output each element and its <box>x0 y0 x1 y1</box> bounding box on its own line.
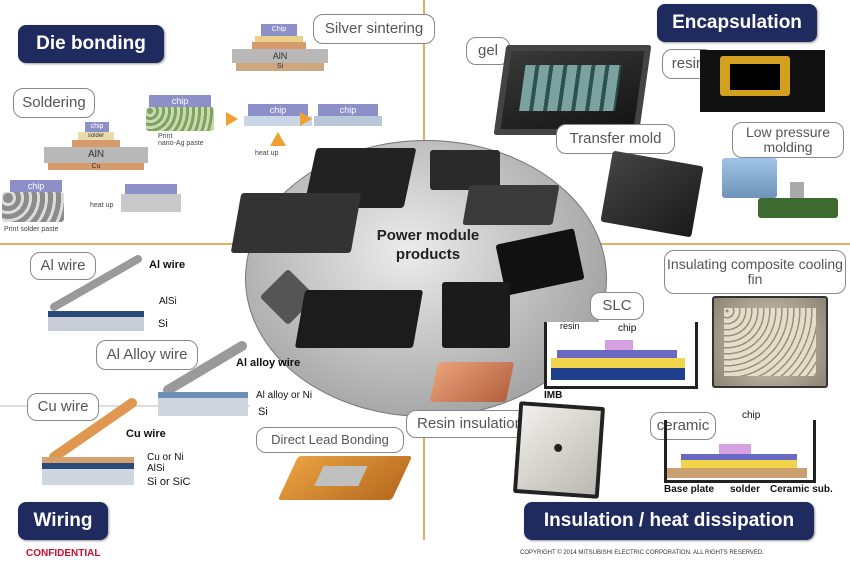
transfer-mold-image <box>600 150 704 238</box>
layer-sintered <box>314 116 382 126</box>
cooling-fin-image <box>712 296 828 388</box>
label-resin-insulation: Resin insulation <box>406 410 534 438</box>
slc-diagram <box>544 322 698 389</box>
section-die-bonding: Die bonding <box>18 25 164 63</box>
chip-block: chip <box>10 180 62 192</box>
module-image <box>430 150 500 190</box>
divider-horizontal-left <box>0 243 245 245</box>
label-cu-or-ni: Cu or Ni <box>147 452 184 463</box>
cu-si-layer <box>42 469 134 485</box>
module-image <box>294 290 424 348</box>
layer-cu-bottom: Cu <box>48 163 144 170</box>
direct-lead-bonding-image <box>277 456 413 500</box>
label-ceramic: ceramic <box>650 412 716 440</box>
layer-solder: solder <box>78 132 114 140</box>
label-cu-wire: Cu wire <box>27 393 99 421</box>
section-encapsulation: Encapsulation <box>657 4 817 42</box>
label-alsi-2: AlSi <box>147 463 165 474</box>
label-si-or-sic: Si or SiC <box>147 476 191 488</box>
layer-ain: AlN <box>44 147 148 163</box>
layer-ain: AlN <box>232 49 328 63</box>
label-al-wire-text: Al wire <box>149 259 186 271</box>
divider-vertical-top <box>423 0 425 160</box>
al-wire-line <box>50 255 142 311</box>
cu-wire-diagram <box>42 398 137 485</box>
chip-block: chip <box>248 104 308 116</box>
label-si: Si <box>158 318 168 330</box>
chip-block: chip <box>85 122 109 132</box>
label-direct-lead-bonding: Direct Lead Bonding <box>256 427 404 453</box>
label-low-pressure-molding: Low pressure molding <box>732 122 844 158</box>
label-solder: solder <box>730 484 761 495</box>
al-alloy-diagram <box>158 341 248 416</box>
chip-block: chip <box>149 95 211 107</box>
low-pressure-diagram <box>758 182 838 218</box>
label-print-paste: Print nano-Ag paste <box>158 133 204 147</box>
footer-copyright: COPYRIGHT © 2014 MITSUBISHI ELECTRIC COR… <box>520 550 764 556</box>
solder-paste-image <box>2 192 64 222</box>
label-slc-chip: chip <box>618 323 637 334</box>
cu-or-ni-layer <box>42 457 134 463</box>
label-ceramic-chip: chip <box>742 410 761 421</box>
label-cu-wire-text: Cu wire <box>126 428 166 440</box>
section-insulation: Insulation / heat dissipation <box>524 502 814 540</box>
label-al-alloy-wire-text: Al alloy wire <box>236 357 301 369</box>
chip-block: Chip <box>261 24 297 36</box>
divider-horizontal-right <box>600 243 850 245</box>
cu-wire-line <box>49 398 137 462</box>
label-al-alloy-or-ni: Al alloy or Ni <box>256 390 313 401</box>
low-pressure-image <box>722 158 777 198</box>
section-wiring: Wiring <box>18 502 108 540</box>
chip-block <box>125 184 177 194</box>
module-image <box>442 282 510 348</box>
arrow-right-icon <box>300 112 312 126</box>
al-alloy-wire-line <box>163 341 247 395</box>
al-alsi-layer <box>48 311 144 317</box>
layer-si: Si <box>236 63 324 71</box>
arrow-right-icon <box>226 112 238 126</box>
module-image <box>462 185 560 225</box>
label-slc-resin: resin <box>560 321 580 331</box>
label-si-2: Si <box>258 406 268 418</box>
nano-ag-paste-image <box>146 107 214 131</box>
label-silver-sintering: Silver sintering <box>313 14 435 44</box>
label-alsi: AlSi <box>159 296 177 307</box>
chip-block: chip <box>318 104 378 116</box>
al-alloy-si-layer <box>158 398 248 416</box>
label-imb: IMB <box>544 390 563 401</box>
label-heat-up-2: heat up <box>90 202 114 209</box>
cu-alsi-layer <box>42 463 134 469</box>
label-insulating-composite: Insulating composite cooling fin <box>664 250 846 294</box>
label-transfer-mold: Transfer mold <box>556 124 675 154</box>
module-image <box>230 193 362 253</box>
al-wire-diagram <box>48 255 144 331</box>
footer-confidential: CONFIDENTIAL <box>26 548 101 559</box>
label-slc: SLC <box>590 292 644 320</box>
label-ceramic-sub: Ceramic sub. <box>770 484 833 495</box>
layer-cu <box>252 42 306 49</box>
label-al-wire: Al wire <box>30 252 96 280</box>
al-si-layer <box>48 317 144 331</box>
label-soldering: Soldering <box>13 88 95 118</box>
ceramic-diagram <box>664 420 816 483</box>
copper-plate-image <box>429 362 515 402</box>
layer-ag <box>255 36 303 42</box>
resin-insulation-image <box>512 401 606 499</box>
al-alloy-layer <box>158 392 248 398</box>
resin-image <box>700 50 825 112</box>
divider-vertical-bottom <box>423 370 425 540</box>
center-title: Power module products <box>376 227 480 263</box>
label-heat-up: heat up <box>255 150 279 157</box>
layer-paste <box>244 116 312 126</box>
label-al-alloy-wire: Al Alloy wire <box>96 340 198 370</box>
gel-module-image <box>493 45 652 135</box>
layer-solder-reflow <box>121 194 181 212</box>
label-print-solder-paste: Print solder paste <box>4 226 59 233</box>
label-base-plate: Base plate <box>664 484 715 495</box>
arrow-up-icon <box>270 132 286 146</box>
layer-cu <box>72 140 120 147</box>
